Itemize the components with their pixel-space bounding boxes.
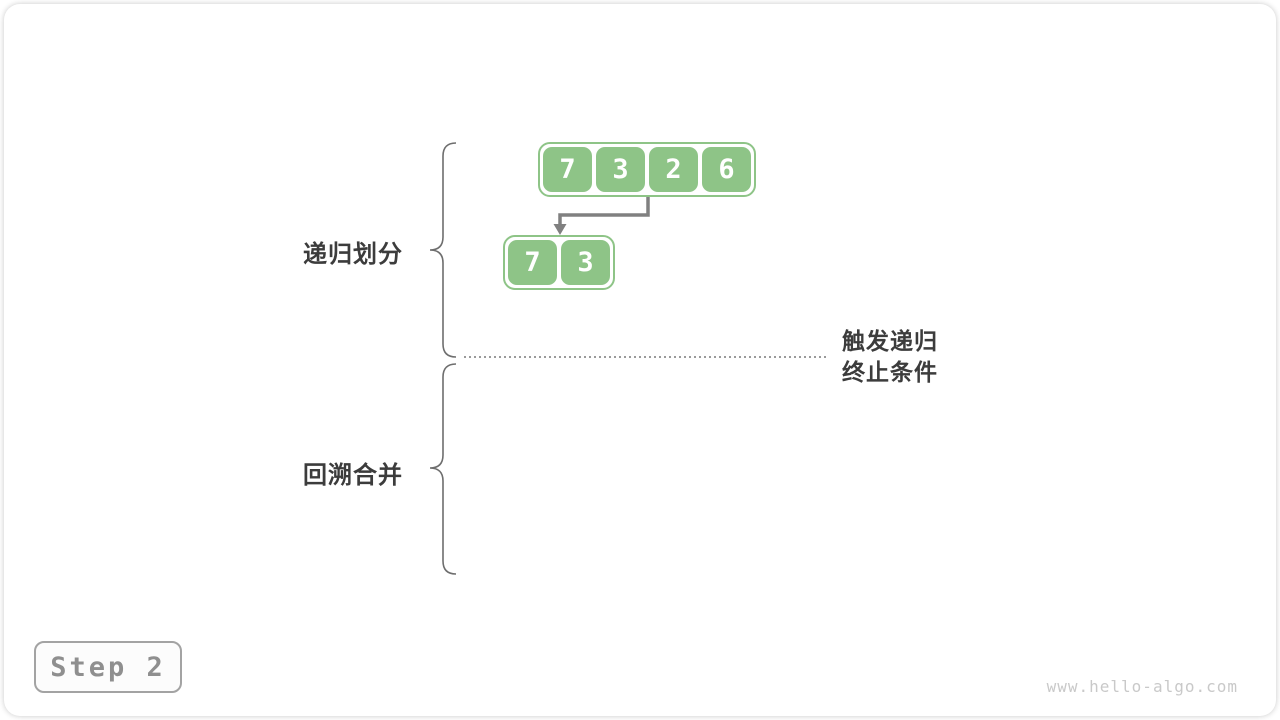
array-cell: 3 [596,147,645,192]
termination-annotation-line1: 触发递归 [842,328,938,354]
array-cell: 3 [561,240,610,285]
termination-annotation-line2: 终止条件 [842,359,938,385]
step-badge: Step 2 [34,641,182,693]
array-cell: 2 [649,147,698,192]
array-cell: 6 [702,147,751,192]
phase-label-recursive-split: 递归划分 [303,241,403,268]
watermark: www.hello-algo.com [1046,677,1238,696]
array-cell: 7 [543,147,592,192]
phase-label-backtrack-merge: 回溯合并 [303,462,403,489]
array-cell: 7 [508,240,557,285]
figure-card [4,4,1276,716]
termination-annotation: 触发递归 终止条件 [842,326,938,388]
